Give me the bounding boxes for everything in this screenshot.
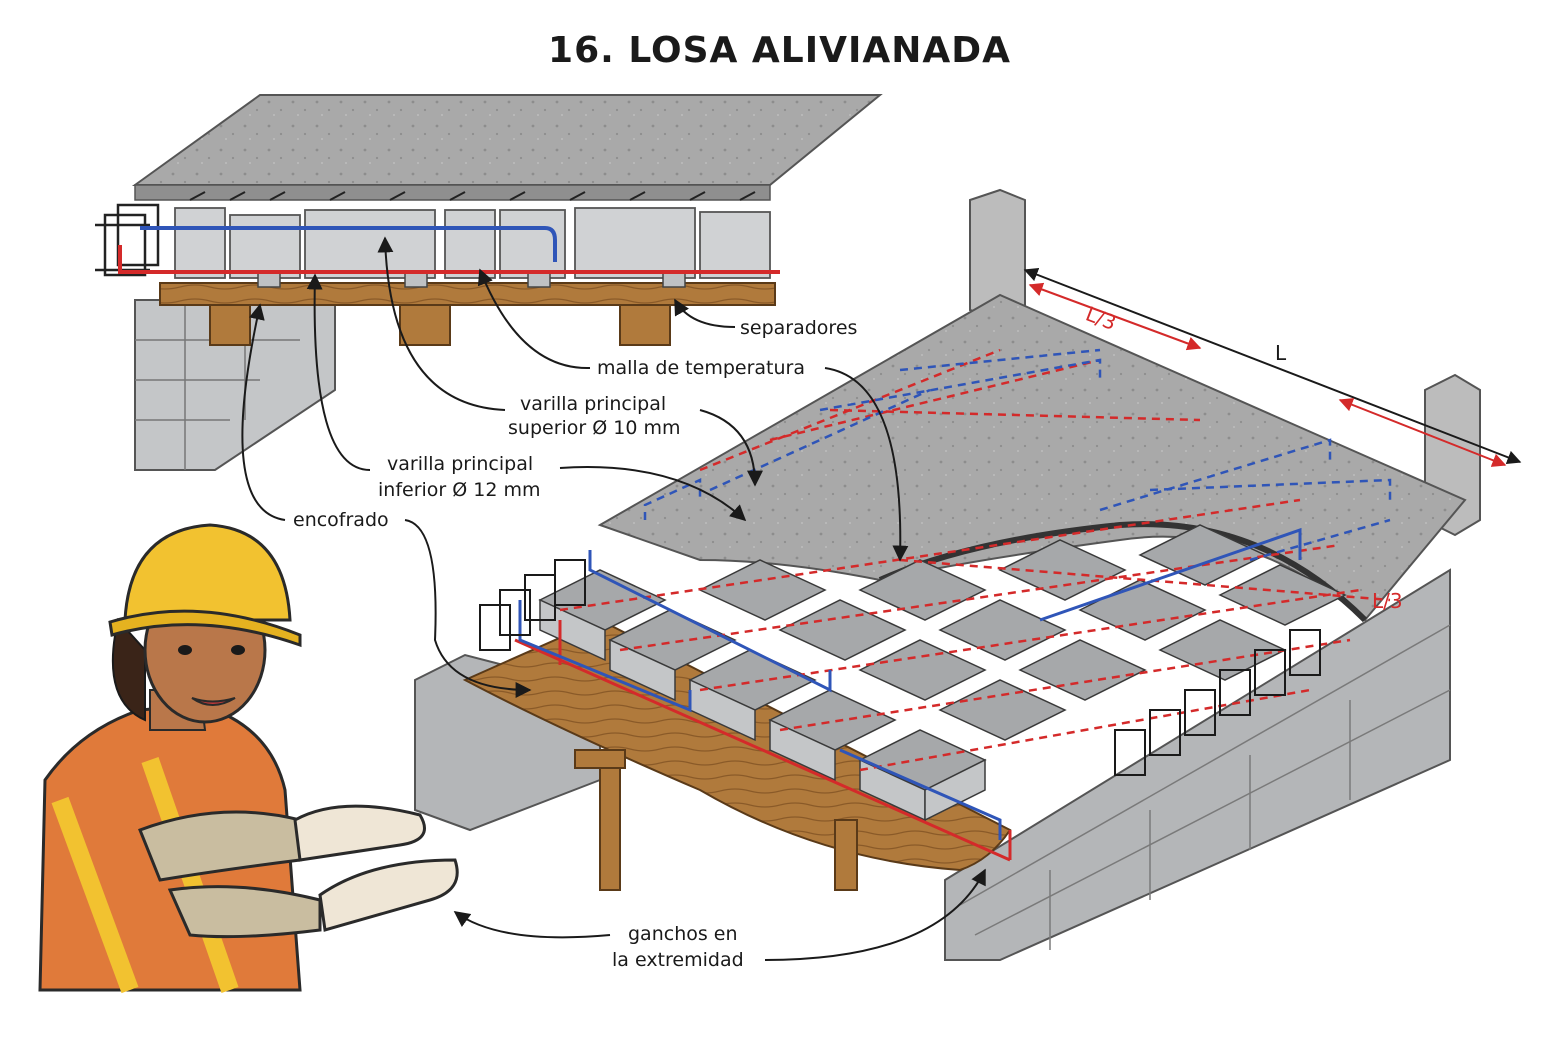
label-ganchos-line1: ganchos en (628, 923, 738, 945)
label-encofrado: encofrado (293, 509, 389, 531)
label-varilla-superior-line2: superior Ø 10 mm (508, 417, 680, 439)
label-varilla-inferior-line2: inferior Ø 12 mm (378, 479, 541, 501)
section-detail (95, 94, 883, 471)
leader-lines (241, 236, 986, 961)
dimension-third-right-label: L/3 (1372, 589, 1403, 613)
worker-figure-icon (38, 523, 459, 994)
label-varilla-superior-line1: varilla principal (520, 393, 666, 415)
dimension-span-label: L (1275, 341, 1287, 365)
isometric-slab (414, 188, 1481, 961)
label-separadores: separadores (740, 317, 857, 339)
dimension-third-right: L/3 (1338, 398, 1507, 613)
page-title: 16. LOSA ALIVIANADA (548, 30, 1011, 71)
label-ganchos-line2: la extremidad (612, 949, 744, 971)
label-malla-temperatura: malla de temperatura (597, 357, 805, 379)
label-varilla-inferior-line1: varilla principal (387, 453, 533, 475)
hard-hat-icon (108, 523, 302, 648)
